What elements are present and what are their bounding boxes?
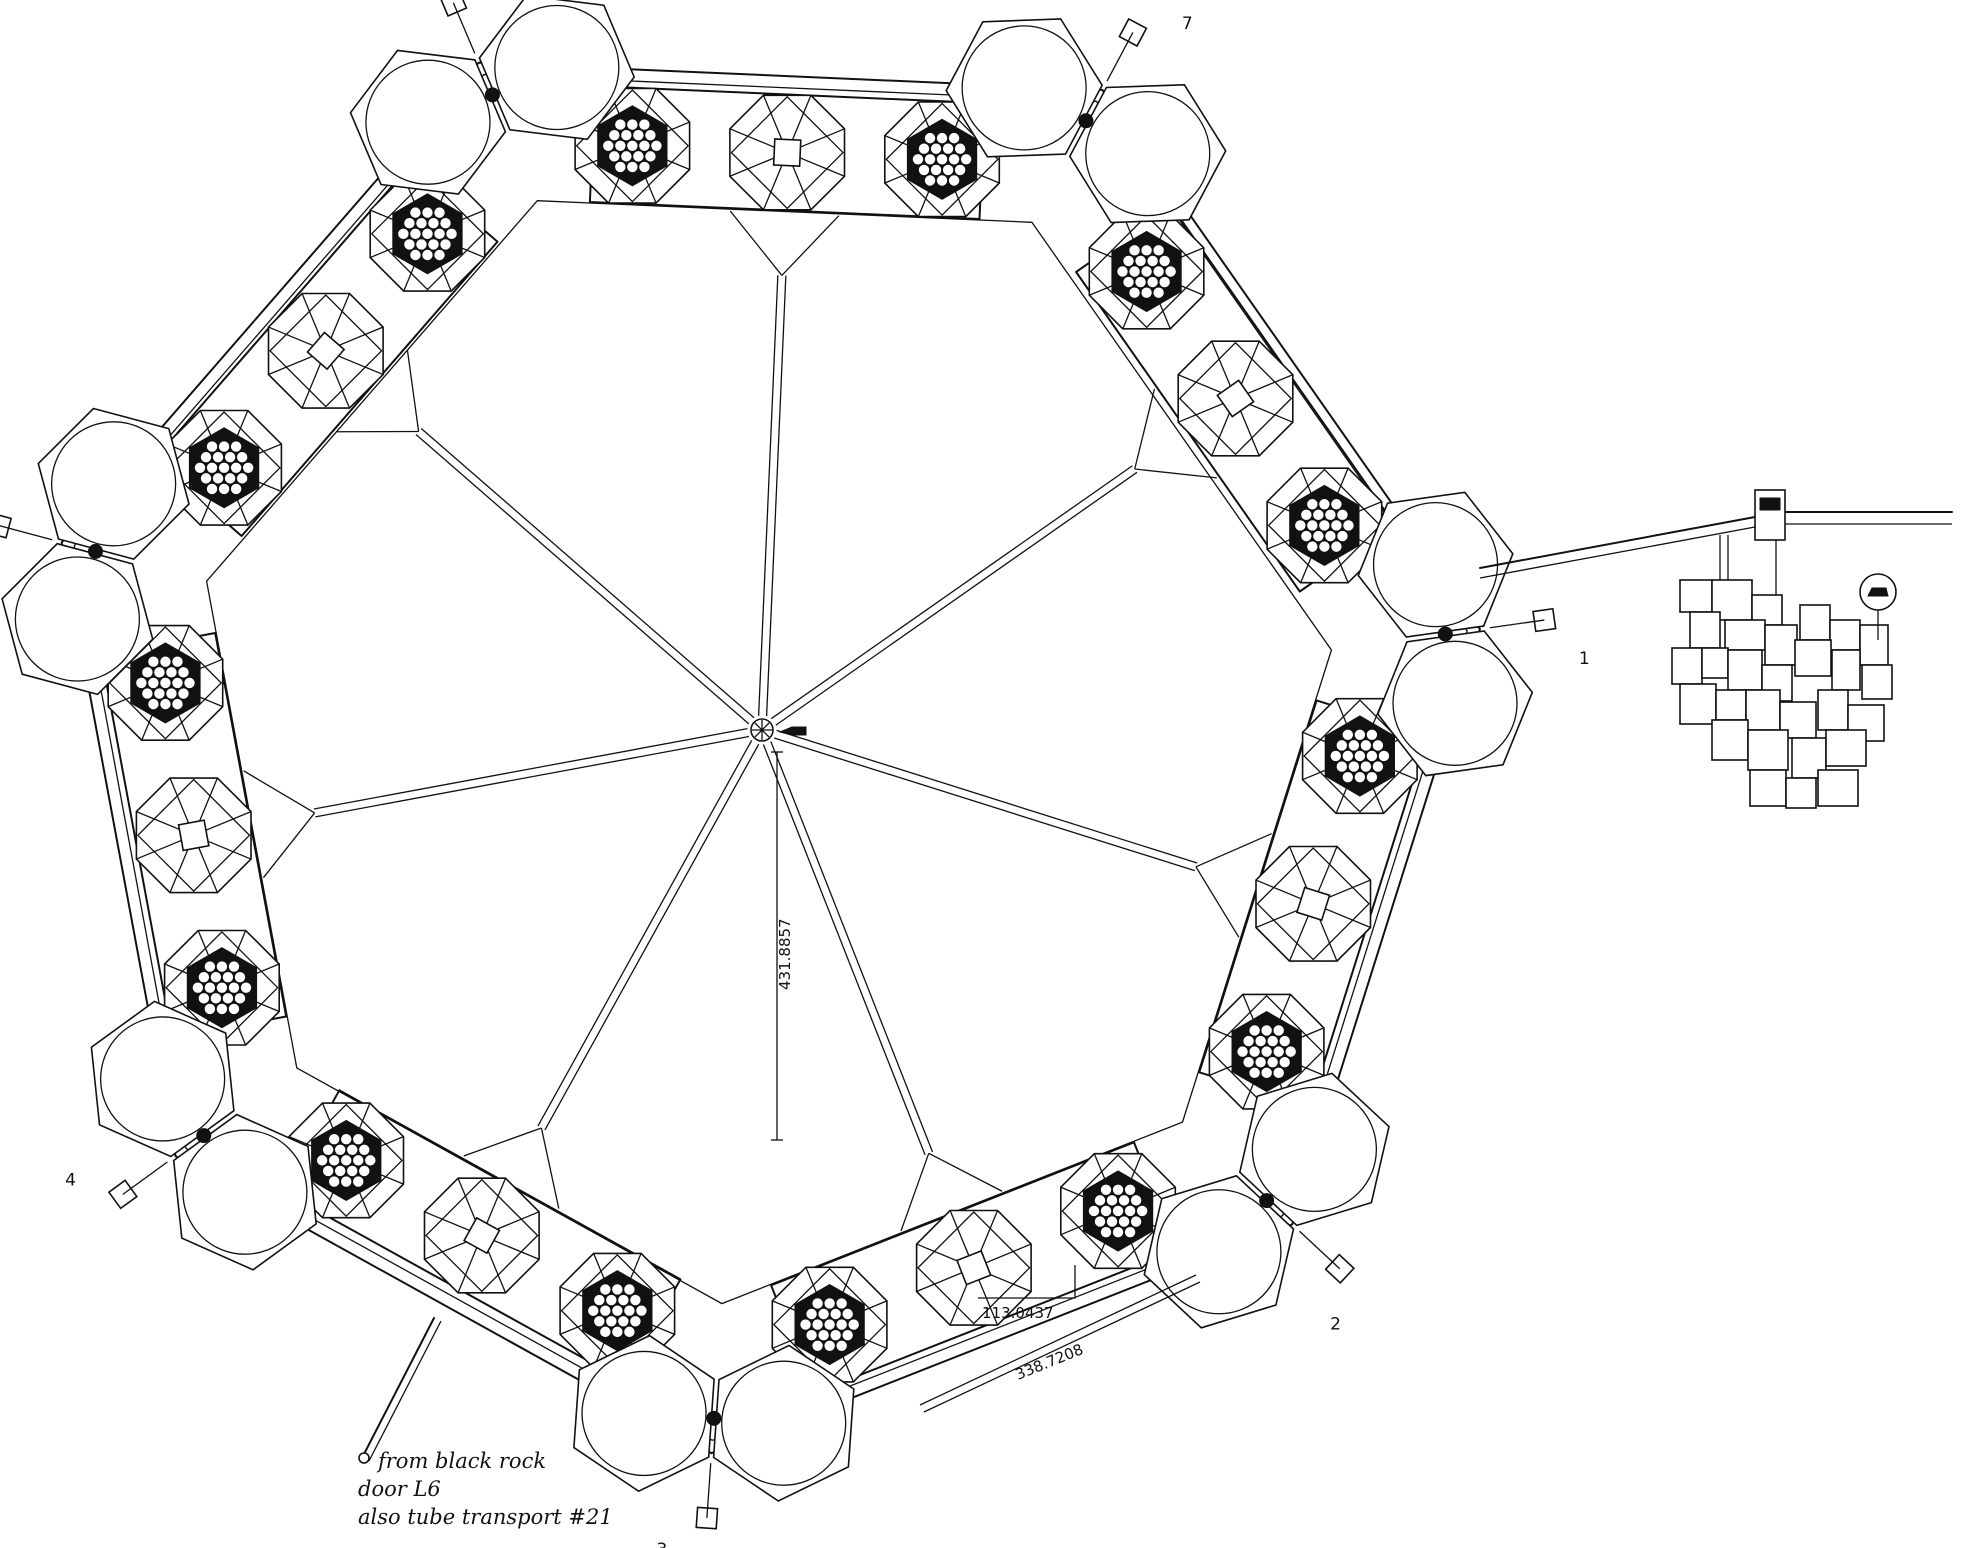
spoke-corridor xyxy=(243,727,750,879)
radius-dimension: 431.8857 xyxy=(771,751,794,1141)
port-label: 2 xyxy=(1330,1314,1341,1334)
central-hub xyxy=(750,718,807,742)
spoke-corridor xyxy=(770,388,1217,726)
port-label: 7 xyxy=(1182,14,1193,34)
port-marker: 6 xyxy=(439,0,476,54)
spacing-dimension-label: 113.0437 xyxy=(982,1304,1054,1322)
link-dimension-label: 338.7208 xyxy=(1013,1340,1086,1384)
spoke-corridor xyxy=(762,741,1003,1232)
module-wing xyxy=(770,1141,1178,1395)
port-marker: 3 xyxy=(656,1463,719,1548)
lobe-pod xyxy=(1143,1072,1390,1329)
spoke-corridor xyxy=(336,349,755,725)
outpost-connector xyxy=(1479,489,1953,600)
spoke-corridor xyxy=(773,729,1272,938)
lobe-pod xyxy=(349,0,636,195)
lobe-pod xyxy=(1357,491,1534,777)
module-wing xyxy=(1198,697,1429,1110)
radius-dimension-label: 431.8857 xyxy=(776,918,794,990)
port-marker: 5 xyxy=(0,512,53,541)
port-marker: 2 xyxy=(1299,1230,1356,1334)
handwritten-note: from black rock door L6 also tube transp… xyxy=(358,1449,613,1529)
port-label: 1 xyxy=(1579,649,1590,669)
black-rock-feed-line xyxy=(358,1317,442,1464)
spoke-corridor xyxy=(463,739,760,1209)
module-wing xyxy=(1075,204,1396,593)
note-line-3: also tube transport #21 xyxy=(358,1505,613,1529)
port-marker: 1 xyxy=(1489,607,1590,669)
port-markers: 1 2 3 4 5 6 7 xyxy=(0,0,1590,1548)
module-wing xyxy=(153,164,499,537)
lobe-pod xyxy=(945,18,1227,224)
module-wing xyxy=(100,624,288,1046)
module-wing xyxy=(574,85,1001,220)
note-line-2: door L6 xyxy=(358,1477,441,1501)
port-marker: 4 xyxy=(65,1161,168,1210)
radial-spokes xyxy=(243,210,1272,1232)
lobe-pod xyxy=(1,407,190,696)
spacing-dimension: 113.0437 xyxy=(978,1265,1076,1322)
port-marker: 7 xyxy=(1106,14,1193,82)
port-label: 4 xyxy=(65,1170,76,1190)
note-line-1: from black rock xyxy=(376,1449,546,1473)
port-label: 3 xyxy=(656,1540,667,1548)
lobe-pod xyxy=(573,1334,855,1502)
outpost-building-cluster xyxy=(1671,573,1897,809)
spoke-corridor xyxy=(729,210,840,717)
lobe-pods xyxy=(1,0,1534,1502)
lobe-pod xyxy=(90,1000,318,1271)
